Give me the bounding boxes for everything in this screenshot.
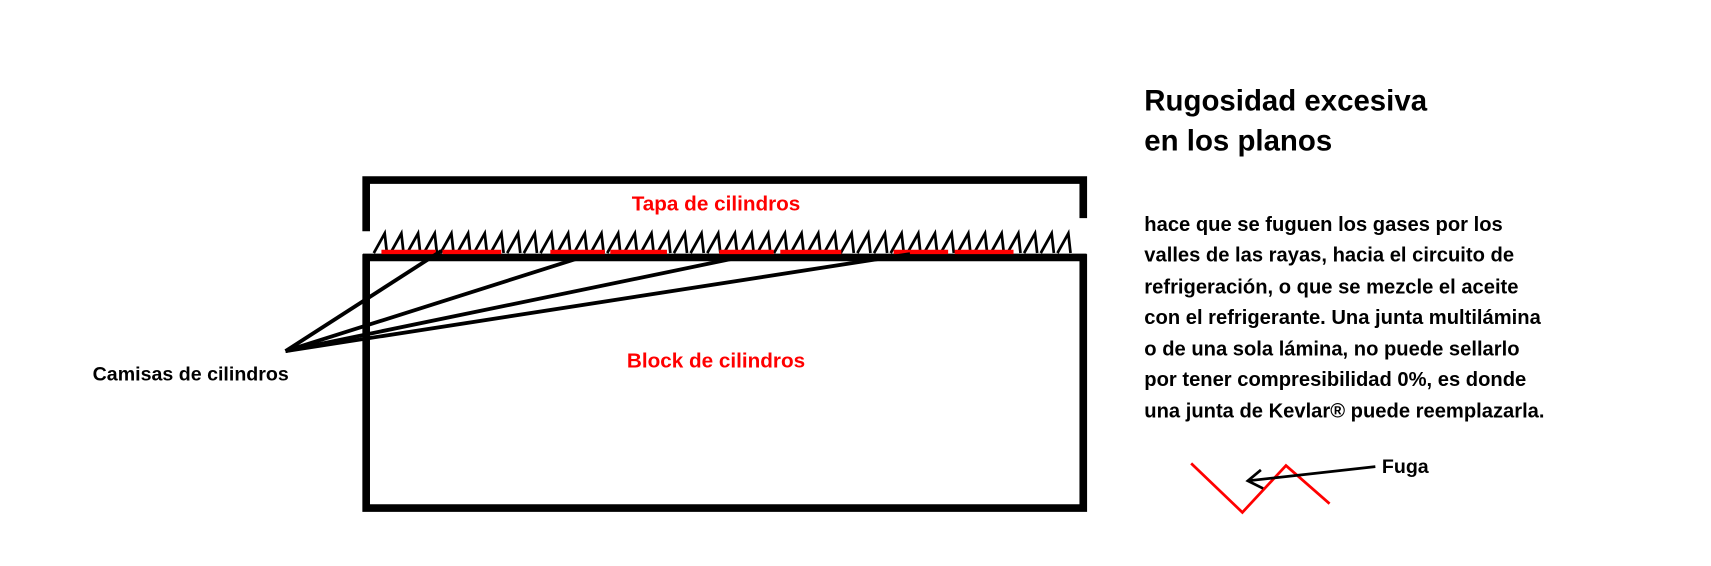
cylinder-block-outline — [362, 253, 1088, 512]
leader-line — [284, 249, 443, 353]
leak-arrow-icon — [1245, 465, 1376, 490]
title-line-2: en los planos — [1144, 125, 1332, 158]
paragraph-line: una junta de Kevlar® puede reemplazarla. — [1144, 401, 1544, 423]
title-line-1: Rugosidad excesiva — [1144, 84, 1427, 117]
leak-zigzag — [1190, 462, 1331, 515]
cylinder-head-outline — [362, 176, 1088, 232]
paragraph-line: o de una sola lámina, no puede sellarlo — [1144, 338, 1519, 360]
leader-line — [285, 252, 911, 353]
leader-line — [285, 254, 745, 353]
description-paragraph: hace que se fuguen los gases por los val… — [1144, 214, 1544, 422]
leader-line — [284, 256, 579, 353]
cylinder-block-label: Block de cilindros — [627, 349, 805, 372]
roughness-tooth — [372, 229, 1072, 254]
paragraph-line: hace que se fuguen los gases por los — [1144, 214, 1502, 236]
paragraph-line: con el refrigerante. Una junta multilámi… — [1144, 307, 1541, 329]
surface-roughness-teeth — [372, 229, 1072, 254]
liner-leader-lines — [284, 249, 911, 353]
cylinder-liners-label: Camisas de cilindros — [93, 364, 289, 386]
cylinder-head-label: Tapa de cilindros — [632, 193, 801, 216]
leak-label: Fuga — [1382, 456, 1430, 478]
paragraph-line: valles de las rayas, hacia el circuito d… — [1144, 245, 1514, 267]
paragraph-line: por tener compresibilidad 0%, es donde — [1144, 369, 1526, 391]
paragraph-line: refrigeración, o que se mezcle el aceite — [1144, 276, 1518, 298]
